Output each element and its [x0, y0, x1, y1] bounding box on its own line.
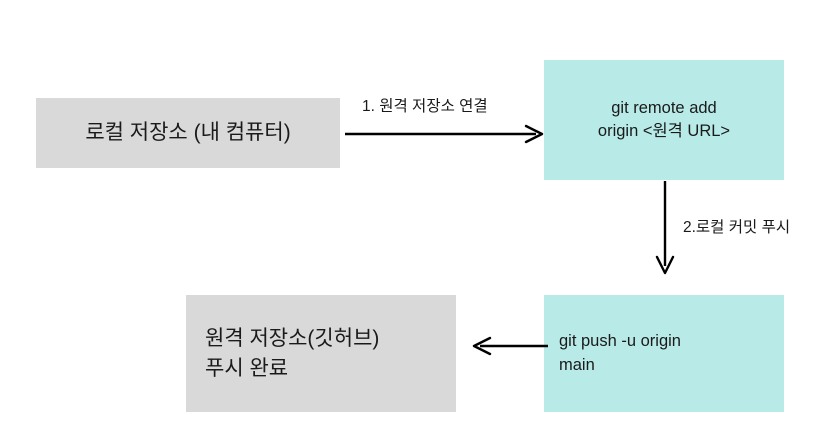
- node-local-repository: 로컬 저장소 (내 컴퓨터): [36, 98, 340, 168]
- node-git-push-command-label: git push -u origin main: [559, 332, 681, 374]
- connector-label-remote-connection: 1. 원격 저장소 연결: [362, 98, 488, 115]
- node-git-remote-add-command-label: git remote add origin <원격 URL>: [597, 98, 731, 140]
- arrow-local-to-remote-add-icon: [345, 124, 544, 144]
- arrow-remote-add-to-git-push-icon: [655, 181, 675, 275]
- node-remote-repository-push-complete: 원격 저장소(깃허브) 푸시 완료: [186, 295, 456, 412]
- arrow-git-push-to-done-icon: [472, 336, 548, 356]
- node-remote-repository-push-complete-label: 원격 저장소(깃허브) 푸시 완료: [205, 326, 380, 380]
- node-git-push-command: git push -u origin main: [544, 295, 784, 412]
- node-local-repository-label: 로컬 저장소 (내 컴퓨터): [85, 121, 291, 145]
- node-git-remote-add-command: git remote add origin <원격 URL>: [544, 60, 784, 180]
- connector-label-local-commit-push: 2.로컬 커밋 푸시: [683, 219, 791, 236]
